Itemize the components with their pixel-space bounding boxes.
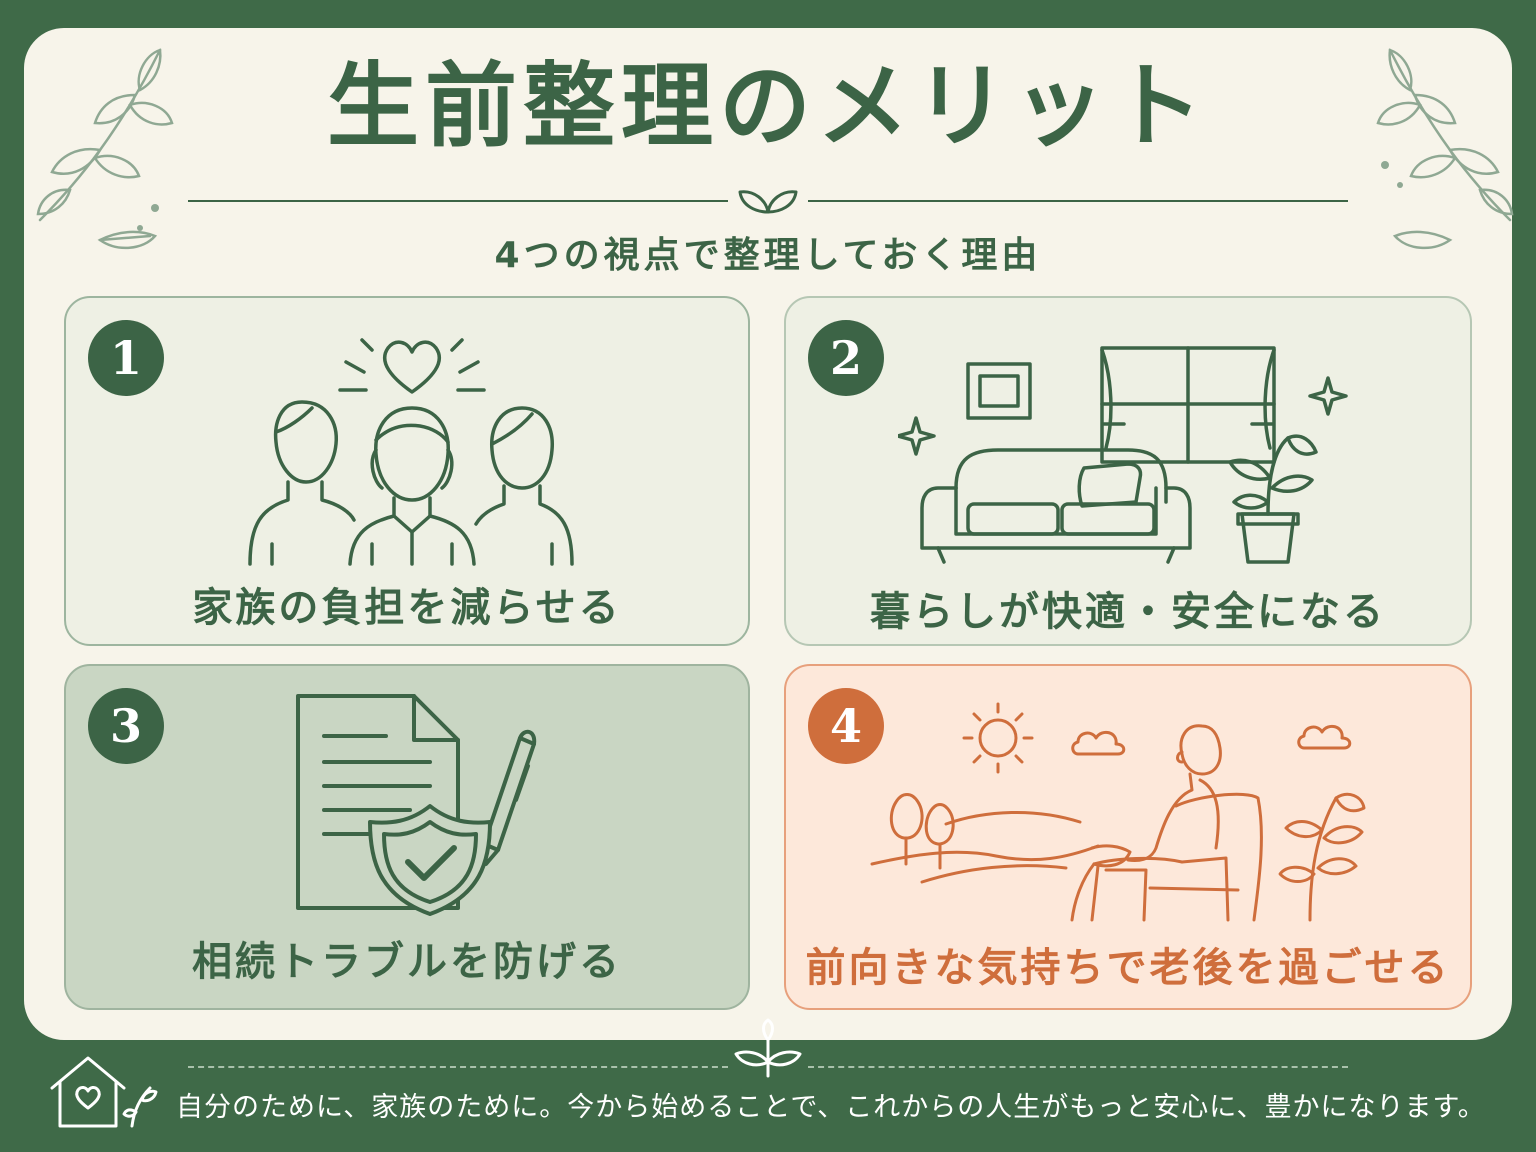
card-number-badge: 4 <box>808 688 884 764</box>
card-number-badge: 2 <box>808 320 884 396</box>
leaf-branch-icon-top-left <box>36 48 174 250</box>
tidy-living-room-icon <box>898 346 1348 564</box>
card-inheritance-trouble: 3 相続トラブルを防げる <box>64 664 750 1010</box>
footer-divider-left <box>188 1066 728 1068</box>
person-relaxing-landscape-icon <box>870 702 1366 922</box>
card-label: 暮らしが快適・安全になる <box>870 589 1386 635</box>
footer-message: 自分のために、家族のために。今から始めることで、これからの人生がもっと安心に、豊… <box>176 1092 1486 1123</box>
footer-sprout-icon <box>734 1018 802 1078</box>
sprout-icon <box>738 190 798 214</box>
card-number-badge: 1 <box>88 320 164 396</box>
page-title: 生前整理のメリット <box>326 53 1209 160</box>
leaf-branch-icon-top-right <box>1376 48 1514 250</box>
card-label: 相続トラブルを防げる <box>192 939 622 985</box>
title-divider-right <box>808 200 1348 202</box>
page-subtitle: 4つの視点で整理しておく理由 <box>494 235 1042 276</box>
card-label: 家族の負担を減らせる <box>192 585 622 631</box>
card-label: 前向きな気持ちで老後を過ごせる <box>805 945 1451 991</box>
card-comfortable-living: 2 <box>784 296 1472 646</box>
house-heart-icon <box>50 1056 158 1128</box>
title-divider-left <box>188 200 728 202</box>
card-positive-retirement: 4 <box>784 664 1472 1010</box>
family-heart-icon <box>248 338 574 566</box>
card-number-badge: 3 <box>88 688 164 764</box>
document-shield-pen-icon <box>296 694 537 916</box>
footer-divider-right <box>808 1066 1348 1068</box>
card-family-burden: 1 <box>64 296 750 646</box>
